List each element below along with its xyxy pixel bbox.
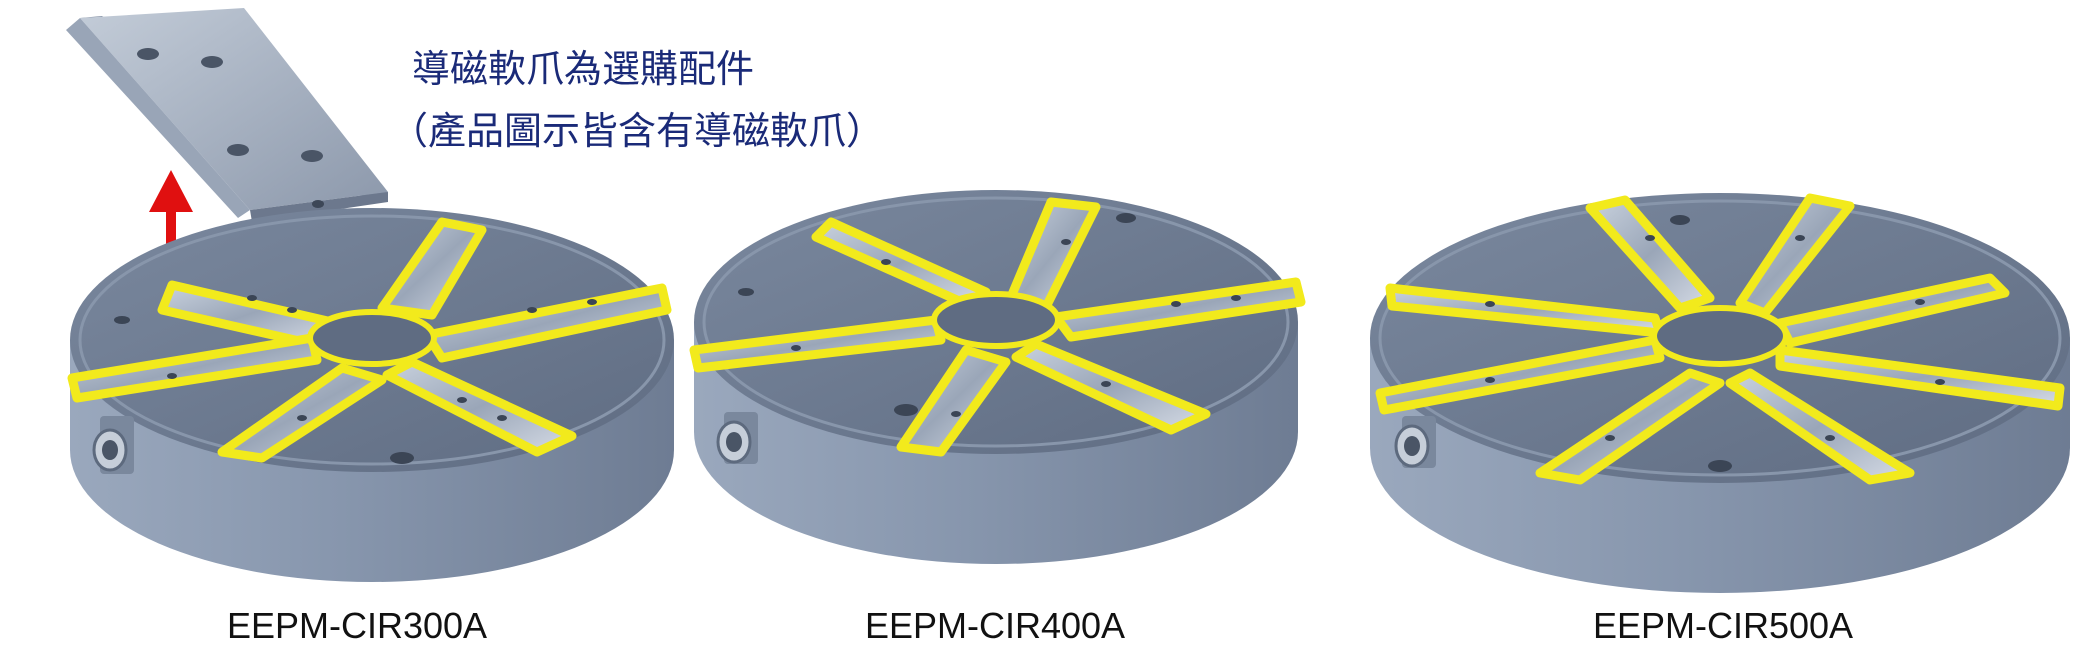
soft-jaw-plate — [66, 8, 388, 222]
model-label-cir400a: EEPM-CIR400A — [864, 605, 1126, 646]
chuck-cir400a — [689, 190, 1306, 564]
chuck-cir300a — [67, 208, 674, 582]
connector-icon — [92, 416, 134, 474]
chuck-cir500a — [1370, 193, 2070, 593]
model-label-cir300a: EEPM-CIR300A — [226, 605, 488, 646]
connector-icon — [716, 412, 758, 464]
accessory-note-detail: （產品圖示皆含有導磁軟爪） — [390, 109, 885, 153]
model-label-cir500a: EEPM-CIR500A — [1592, 605, 1854, 646]
connector-icon — [1394, 416, 1436, 468]
accessory-note: 導磁軟爪為選購配件 — [412, 47, 755, 91]
